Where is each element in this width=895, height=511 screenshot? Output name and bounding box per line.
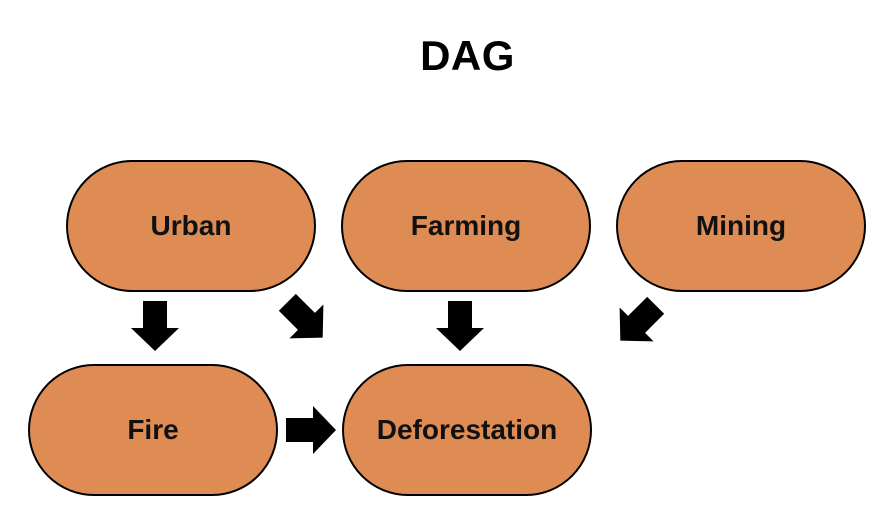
arrow-right-icon — [286, 406, 336, 454]
edge-urban-to-deforestation — [278, 293, 324, 339]
node-mining: Mining — [616, 160, 866, 292]
node-farming: Farming — [341, 160, 591, 292]
edge-urban-to-fire — [131, 301, 179, 351]
arrow-down-icon — [436, 301, 484, 351]
edge-mining-to-deforestation — [619, 296, 665, 342]
node-urban: Urban — [66, 160, 316, 292]
edge-fire-to-deforestation — [286, 406, 336, 454]
arrow-down-icon — [131, 301, 179, 351]
diagram-title: DAG — [420, 32, 515, 79]
edge-farming-to-deforestation — [436, 301, 484, 351]
node-fire: Fire — [28, 364, 278, 496]
arrow-down-left-icon — [619, 296, 665, 342]
node-deforestation: Deforestation — [342, 364, 592, 496]
arrow-down-right-icon — [278, 293, 324, 339]
